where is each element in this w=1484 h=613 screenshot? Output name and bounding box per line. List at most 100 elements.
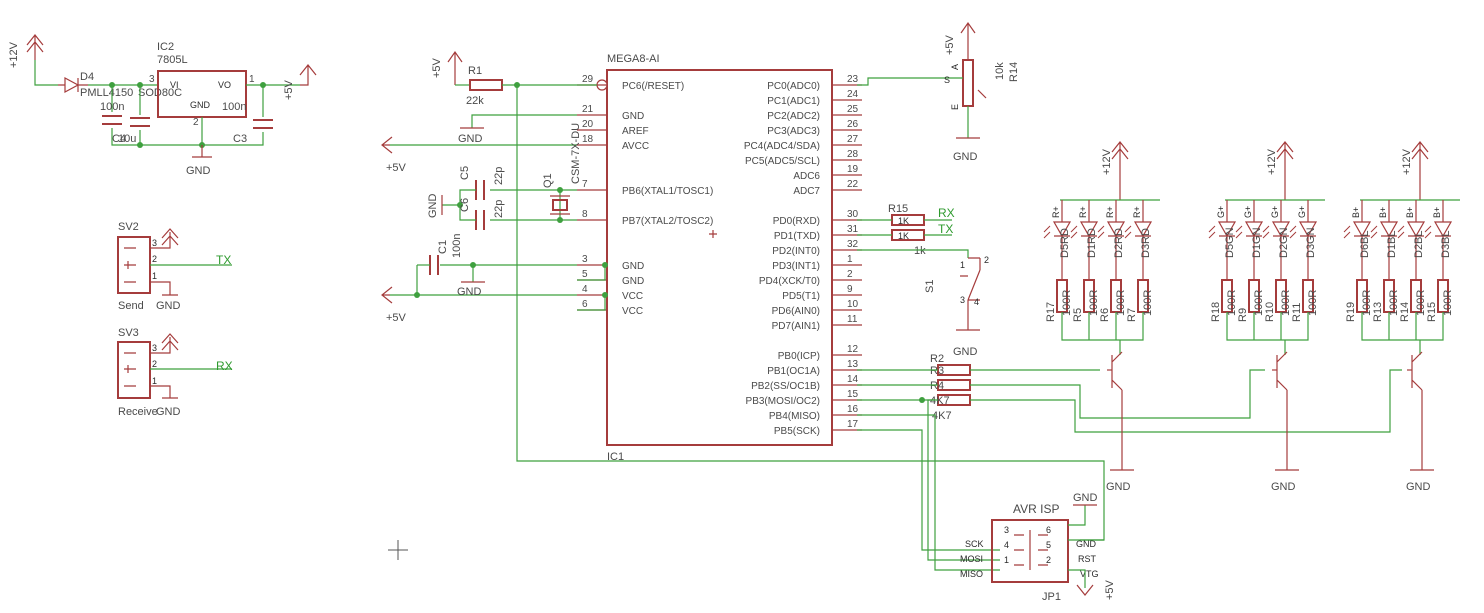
gnd-pot: GND (953, 151, 978, 163)
resistor-name: R14 (1399, 302, 1411, 322)
r4-name: R4 (930, 380, 944, 392)
r15-value: 1K (898, 216, 909, 226)
crystal-q1 (552, 199, 568, 211)
led-icon (1271, 200, 1291, 280)
mcu-pin-number: 7 (582, 179, 588, 190)
led-icon (1244, 200, 1264, 280)
p12-label: +12V (8, 41, 20, 68)
pot-s: S (944, 75, 950, 85)
mcu-body (606, 69, 833, 446)
led-icon (1298, 200, 1318, 280)
mcu-pin-name: PD4(XCK/T0) (759, 276, 820, 287)
sv2-gnd: GND (156, 300, 181, 312)
pot-r14: +5V S A E 10k R14 GND (857, 21, 1020, 163)
resistor-value: 100R (1226, 290, 1238, 316)
mcu-pin-number: 24 (847, 89, 859, 100)
mcu-pin-name: AREF (622, 126, 649, 137)
mcu-pin-name: PB3(MOSI/OC2) (746, 396, 820, 407)
led-name: D2RD (1113, 228, 1125, 258)
c3-value: 100n (222, 101, 246, 113)
led-anode: B+ (1378, 207, 1388, 218)
mcu-pin-name: GND (622, 111, 644, 122)
mcu-pin-number: 4 (582, 284, 588, 295)
resistor-value: 100R (1061, 290, 1073, 316)
led-name: D1GN (1251, 227, 1263, 258)
r1-value: 22k (466, 95, 484, 107)
transistor-icon (1111, 351, 1123, 470)
led-name: D2GN (1278, 227, 1290, 258)
r3-name: R3 (930, 365, 944, 377)
mcu-pin-name: PD0(RXD) (773, 216, 820, 227)
led-icon (1079, 200, 1099, 280)
sv2-tx: TX (216, 253, 231, 267)
mcu-pin-number: 18 (582, 134, 594, 145)
ic2-name: IC2 (157, 41, 174, 53)
gnd-label: GND (1106, 481, 1131, 493)
mcu-pin-name: PC1(ADC1) (767, 96, 820, 107)
mcu-left-wiring: +5V R1 22k GND +5V Q1 CSM-7X-DU GND C5 2… (381, 50, 1105, 541)
led-name: D3GN (1305, 227, 1317, 258)
diode-d4 (58, 76, 88, 94)
isp-body (991, 519, 1069, 583)
cap-c6 (475, 210, 485, 230)
r16-value: 1K (898, 231, 909, 241)
led-icon (1133, 200, 1153, 280)
led-anode: G+ (1270, 206, 1280, 218)
resistor-name: R10 (1264, 302, 1276, 322)
isp-pin2: 2 (1046, 555, 1051, 565)
s1-name: S1 (924, 280, 936, 293)
led-icon (1052, 200, 1072, 280)
sv2-pin3: 3 (152, 238, 157, 248)
mcu-pin-number: 14 (847, 374, 859, 385)
transistor-icon (1411, 351, 1423, 470)
mcu-pin-name: PB6(XTAL1/TOSC1) (622, 186, 713, 197)
gnd-reg: GND (186, 165, 211, 177)
mcu-pin-number: 8 (582, 209, 588, 220)
gnd-label: GND (1406, 481, 1431, 493)
isp-name: JP1 (1042, 591, 1061, 603)
led-anode: R+ (1051, 206, 1061, 218)
led-icon (1106, 200, 1126, 280)
led-icon (1379, 200, 1399, 280)
p12-arrow-icon (1411, 141, 1429, 200)
cap-c1 (429, 255, 439, 275)
tx-label: TX (938, 222, 953, 236)
sv2-pin1: 1 (152, 271, 157, 281)
ic2-pin1: 1 (249, 74, 255, 85)
isp-sck: SCK (965, 539, 984, 549)
mcu-pin-name: ADC7 (793, 186, 820, 197)
d4-value: PMLL4150 (80, 87, 133, 99)
sv3-pin2: 2 (152, 359, 157, 369)
resistor-name: R7 (1126, 308, 1138, 322)
mcu-pin-number: 28 (847, 149, 859, 160)
mcu-pin-number: 26 (847, 119, 859, 130)
cap-c2 (102, 115, 122, 125)
mcu-ref: IC1 (607, 451, 624, 463)
mcu-pin-name: PD1(TXD) (774, 231, 820, 242)
led-anode: R+ (1105, 206, 1115, 218)
p5-isp: +5V (1104, 579, 1116, 600)
mcu-pin-number: 11 (847, 314, 858, 325)
ic2-value: 7805L (157, 54, 188, 66)
mcu-pin-number: 13 (847, 359, 859, 370)
gnd-label: GND (1271, 481, 1296, 493)
r2-name: R2 (930, 353, 944, 365)
ic2-pin3: 3 (149, 74, 155, 85)
mcu-pin-number: 3 (582, 254, 588, 265)
mcu-pin-name: GND (622, 261, 644, 272)
isp-mosi: MOSI (960, 554, 983, 564)
gnd-isp: GND (1073, 492, 1098, 504)
sv3-pin1: 1 (152, 376, 157, 386)
mcu-pin-number: 9 (847, 284, 853, 295)
s1-pin1: 1 (960, 260, 965, 270)
mcu-pins: 29PC6(/RESET)21GND20AREF18AVCC7PB6(XTAL1… (577, 74, 862, 437)
mcu-pin-name: PC5(ADC5/SCL) (745, 156, 820, 167)
isp-gnd: GND (1076, 539, 1097, 549)
mcu-pin-number: 21 (582, 104, 594, 115)
led-anode: G+ (1243, 206, 1253, 218)
resistor-name: R5 (1072, 308, 1084, 322)
led-name: D6BL (1359, 230, 1371, 258)
c6-name: C6 (459, 198, 471, 212)
mcu-pin-name: PB7(XTAL2/TOSC2) (622, 216, 713, 227)
